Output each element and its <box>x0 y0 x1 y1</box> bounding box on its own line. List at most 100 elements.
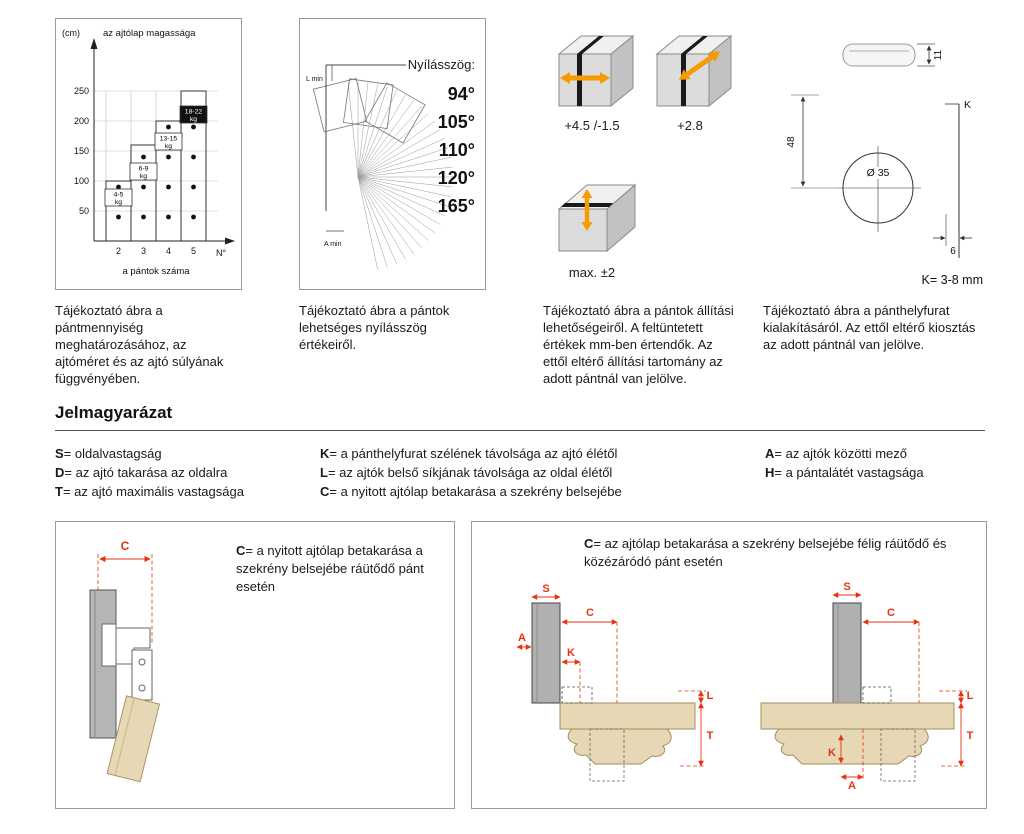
dim-48-label: 48 <box>786 136 797 148</box>
svg-text:T: T <box>707 730 714 742</box>
svg-text:150: 150 <box>74 146 89 156</box>
section-drawings: S C A K L T <box>472 575 986 790</box>
panel4-caption: Tájékoztató ábra a pánthelyfurat kialakí… <box>763 303 976 352</box>
legend-item-K: K= a pánthelyfurat szélének távolsága az… <box>320 444 765 463</box>
panel2-caption: Tájékoztató ábra a pántok lehetséges nyí… <box>299 303 450 352</box>
legend-item-C: C= a nyitott ajtólap betakarása a szekré… <box>320 482 765 501</box>
door-profile-panel <box>760 702 955 765</box>
hinge-cup-dashed <box>862 686 892 704</box>
chart-x-axis-label: a pántok száma <box>122 266 190 277</box>
chart-unit-label: (cm) <box>62 28 80 38</box>
svg-text:kg: kg <box>190 116 197 123</box>
legend-title: Jelmagyarázat <box>55 403 173 422</box>
dim-6-label: 6 <box>950 246 956 257</box>
svg-text:S: S <box>843 581 850 593</box>
orange-arrow-icon <box>679 51 720 80</box>
adjustment-value-side: +4.5 /-1.5 <box>564 118 620 133</box>
svg-text:C: C <box>586 607 594 619</box>
orange-arrow-icon <box>581 189 593 231</box>
half-overlay-inset-box: C= az ajtólap betakarása a szekrény bels… <box>471 521 987 809</box>
opening-angle-figure: L min A min Nyílásszög: 94° 105° 110° 12… <box>299 18 486 302</box>
svg-text:C: C <box>887 607 895 619</box>
overlay-hinge-text: C= a nyitott ajtólap betakarása a szekré… <box>236 542 444 596</box>
adjustment-depth: +2.8 <box>641 26 739 133</box>
panel-drilling-pattern: 11 K Ø 35 48 6 <box>763 18 985 353</box>
cabinet-height-adjust-icon <box>557 183 637 253</box>
diameter-label: Ø 35 <box>867 167 890 179</box>
half-overlay-drawing: S C A K L T <box>516 583 714 782</box>
door-swing-squares <box>312 78 426 144</box>
cabinet-side-adjust-icon <box>557 34 635 108</box>
legend-text: = az ajtó maximális vastagsága <box>62 484 244 499</box>
svg-text:4: 4 <box>166 246 171 256</box>
svg-text:200: 200 <box>74 116 89 126</box>
bottom-figure-row: C C= a nyitott ajtólap betakarása a szek… <box>55 521 1024 809</box>
half-overlay-inset-text: C= az ajtólap betakarása a szekrény bels… <box>584 535 984 571</box>
legend-key: D <box>55 465 65 480</box>
panel3-caption: Tájékoztató ábra a pántok állítási lehet… <box>543 303 734 386</box>
cabinet-side-panel <box>531 602 561 704</box>
legend-text: = a nyitott ajtólap betakarása a szekrén… <box>329 484 622 499</box>
c-key: C <box>584 536 594 551</box>
drilling-pattern-svg: 11 K Ø 35 48 6 <box>786 43 983 287</box>
hinge-mechanism <box>101 623 153 701</box>
adjustment-value-depth: +2.8 <box>677 118 703 133</box>
legend-text: = az ajtók közötti mező <box>774 446 907 461</box>
overlay-hinge-box: C C= a nyitott ajtólap betakarása a szek… <box>55 521 455 809</box>
angle-value: 165° <box>437 196 475 216</box>
k-range-label: K= 3-8 mm <box>922 273 983 287</box>
svg-text:kg: kg <box>165 143 172 150</box>
lower-board-dashed <box>880 728 916 782</box>
c-key: C <box>236 543 246 558</box>
chart-x-end-label: N° <box>216 248 226 258</box>
legend-column-1: S= oldalvastagság D= az ajtó takarása az… <box>55 444 320 501</box>
angle-fan-lines <box>347 82 453 270</box>
legend-column-3: A= az ajtók közötti mező H= a pántalátét… <box>765 444 975 501</box>
angle-value: 120° <box>437 168 475 188</box>
angle-value: 105° <box>437 112 475 132</box>
legend-divider <box>55 430 985 431</box>
svg-text:kg: kg <box>140 173 147 180</box>
legend-key: H <box>765 465 775 480</box>
l-min-label: L min <box>306 76 323 83</box>
legend-text: = a pánthelyfurat szélének távolsága az … <box>329 446 618 461</box>
legend-key: T <box>55 484 63 499</box>
legend-column-2: K= a pánthelyfurat szélének távolsága az… <box>320 444 765 501</box>
legend-text: = az ajtó takarása az oldalra <box>64 465 228 480</box>
angle-value-list: Nyílásszög: 94° 105° 110° 120° 165° <box>408 57 475 220</box>
legend: S= oldalvastagság D= az ajtó takarása az… <box>55 444 1024 501</box>
panel-adjustments: +4.5 /-1.5 +2.8 <box>543 18 740 387</box>
adjustment-grid: +4.5 /-1.5 +2.8 <box>543 18 740 280</box>
svg-text:3: 3 <box>141 246 146 256</box>
panel1-caption: Tájékoztató ábra a pántmennyiség meghatá… <box>55 303 224 386</box>
svg-text:50: 50 <box>79 206 89 216</box>
legend-text: = a pántalátét vastagsága <box>774 465 924 480</box>
legend-item-L: L= az ajtók belső síkjának távolsága az … <box>320 463 765 482</box>
hinge-cup-dashed <box>561 686 593 704</box>
angle-list-title: Nyílásszög: <box>407 57 475 72</box>
legend-item-T: T= az ajtó maximális vastagsága <box>55 482 320 501</box>
svg-text:250: 250 <box>74 86 89 96</box>
y-axis-arrow-icon <box>90 38 98 49</box>
legend-key: A <box>765 446 775 461</box>
red-dimension-labels: S C A K L T <box>518 583 714 742</box>
svg-text:L: L <box>707 690 714 702</box>
c-text: = az ajtólap betakarása a szekrény belse… <box>584 536 947 569</box>
angle-value: 94° <box>447 84 475 104</box>
legend-item-S: S= oldalvastagság <box>55 444 320 463</box>
red-dimension-labels: S C L T K A <box>828 581 974 790</box>
a-min-label: A min <box>324 241 342 248</box>
hinge-cup-outline <box>842 43 916 67</box>
legend-item-A: A= az ajtók közötti mező <box>765 444 975 463</box>
legend-item-H: H= a pántalátét vastagsága <box>765 463 975 482</box>
door-profile-panel <box>559 702 696 765</box>
svg-text:4-5: 4-5 <box>114 192 124 199</box>
legend-key: K <box>320 446 330 461</box>
svg-text:13-15: 13-15 <box>160 136 178 143</box>
dim-k-label: K <box>964 99 971 111</box>
svg-text:kg: kg <box>115 199 122 206</box>
